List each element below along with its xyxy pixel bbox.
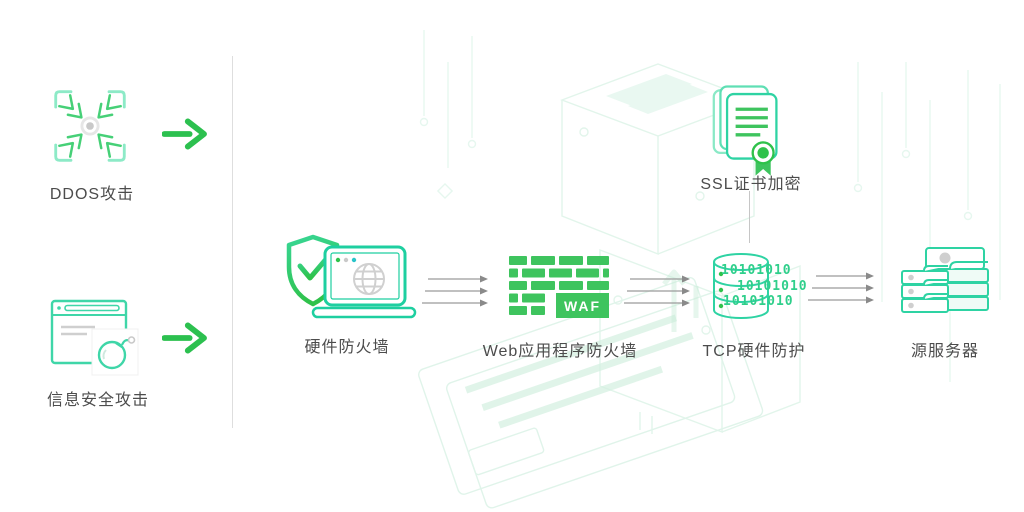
- attack-arrow-icon: [162, 322, 207, 354]
- waf-label: Web应用程序防火墙: [482, 343, 638, 360]
- hardware-firewall-label: 硬件防火墙: [304, 339, 390, 356]
- info-security-attack-label: 信息安全攻击: [46, 392, 149, 409]
- binary-row: 10101010: [721, 263, 792, 278]
- database-icon: 10101010 10101010 10101010: [707, 252, 812, 320]
- info-security-attack-icon: [50, 299, 139, 376]
- flow-arrows-icon: [808, 272, 874, 304]
- brick-wall-icon: WAF: [509, 256, 609, 318]
- ssl-label: SSL证书加密: [700, 176, 802, 193]
- tcp-protection-label: TCP硬件防护: [702, 343, 806, 360]
- binary-row: 10101010: [737, 279, 808, 294]
- waf-bricks: [509, 256, 609, 315]
- flow-arrows-icon: [624, 275, 690, 307]
- ddos-attack-label: DDOS攻击: [49, 186, 135, 203]
- server-stack-icon: [901, 247, 989, 313]
- attack-arrow-icon: [162, 118, 207, 150]
- waf-badge: WAF: [556, 293, 609, 318]
- panel-divider: [232, 56, 233, 428]
- database-cylinder: [713, 253, 769, 319]
- waf-badge-text: WAF: [563, 297, 602, 314]
- flow-arrows-icon: [422, 275, 488, 307]
- binary-row: 10101010: [723, 294, 794, 309]
- ssl-certificate-icon: [712, 85, 778, 176]
- ssl-connector-line: [749, 191, 750, 243]
- origin-server-label: 源服务器: [910, 343, 979, 360]
- ddos-attack-icon: [54, 90, 126, 162]
- shield-laptop-icon: [286, 234, 417, 319]
